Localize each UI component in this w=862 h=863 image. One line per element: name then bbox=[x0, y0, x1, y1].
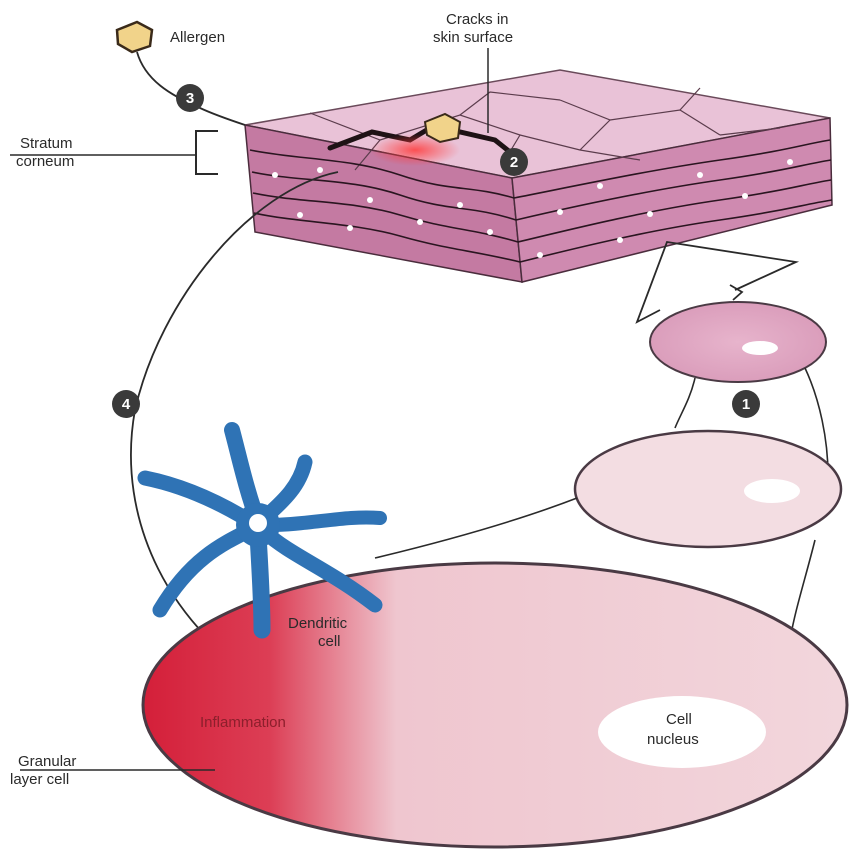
step-badge-4: 4 bbox=[112, 390, 140, 418]
medium-keratinocyte-cell bbox=[575, 431, 841, 547]
dendritic-label-line1: Dendritic bbox=[288, 615, 348, 632]
inflammation-label: Inflammation bbox=[200, 714, 286, 731]
step-badge-1: 1 bbox=[732, 390, 760, 418]
small-keratinocyte-cell bbox=[650, 302, 826, 382]
granular-label-line2: layer cell bbox=[10, 771, 69, 788]
step-badge-1-number: 1 bbox=[742, 396, 750, 413]
granular-layer-cell bbox=[143, 563, 847, 847]
nucleus-label-line2: nucleus bbox=[647, 731, 699, 748]
step-badge-2: 2 bbox=[500, 148, 528, 176]
stratum-bracket bbox=[196, 131, 218, 174]
step-badge-2-number: 2 bbox=[510, 154, 518, 171]
dendritic-cell-nucleus bbox=[249, 514, 267, 532]
dendritic-label-line2: cell bbox=[318, 633, 341, 650]
step-badge-3-number: 3 bbox=[186, 90, 194, 107]
cell-connector-lower bbox=[790, 540, 815, 640]
stratum-label-line1: Stratum bbox=[20, 135, 73, 152]
cracks-label-line2: skin surface bbox=[433, 29, 513, 46]
nucleus-label-line1: Cell bbox=[666, 711, 692, 728]
granular-label-line1: Granular bbox=[18, 753, 76, 770]
medium-cell-nucleus bbox=[744, 479, 800, 503]
step-badge-3: 3 bbox=[176, 84, 204, 112]
step-badge-4-number: 4 bbox=[122, 396, 131, 413]
allergen-label: Allergen bbox=[170, 29, 225, 46]
small-cell-nucleus bbox=[742, 341, 778, 355]
allergen-icon bbox=[117, 22, 152, 52]
cracks-label-line1: Cracks in bbox=[446, 11, 509, 28]
dendrite-to-cell-line bbox=[375, 498, 577, 558]
skin-block bbox=[245, 70, 832, 282]
cell-connector-left bbox=[675, 378, 695, 428]
